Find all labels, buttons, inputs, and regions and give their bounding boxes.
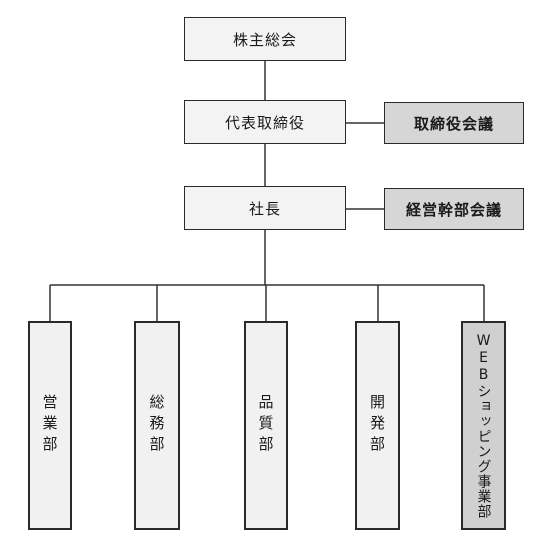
department-web-shopping-label: WEBショッピング事業部: [475, 332, 492, 519]
management-meeting-box: 経営幹部会議: [384, 188, 524, 230]
department-quality-box: 品質部: [244, 321, 288, 530]
department-sales-label: 営業部: [40, 394, 59, 457]
department-development-box: 開発部: [355, 321, 400, 530]
representative-director-label: 代表取締役: [224, 113, 305, 132]
department-web-shopping-box: WEBショッピング事業部: [461, 321, 506, 530]
department-quality-label: 品質部: [256, 394, 275, 457]
department-sales-box: 営業部: [28, 321, 72, 530]
president-label: 社長: [248, 199, 281, 218]
management-meeting-label: 経営幹部会議: [405, 200, 502, 219]
shareholders-meeting-box: 株主総会: [184, 17, 346, 61]
shareholders-meeting-label: 株主総会: [232, 30, 297, 49]
department-general-affairs-label: 総務部: [147, 394, 166, 457]
board-meeting-box: 取締役会議: [384, 102, 524, 144]
president-box: 社長: [184, 186, 346, 230]
board-meeting-label: 取締役会議: [413, 114, 494, 133]
representative-director-box: 代表取締役: [184, 100, 346, 144]
department-development-label: 開発部: [368, 394, 386, 457]
department-general-affairs-box: 総務部: [134, 321, 180, 530]
